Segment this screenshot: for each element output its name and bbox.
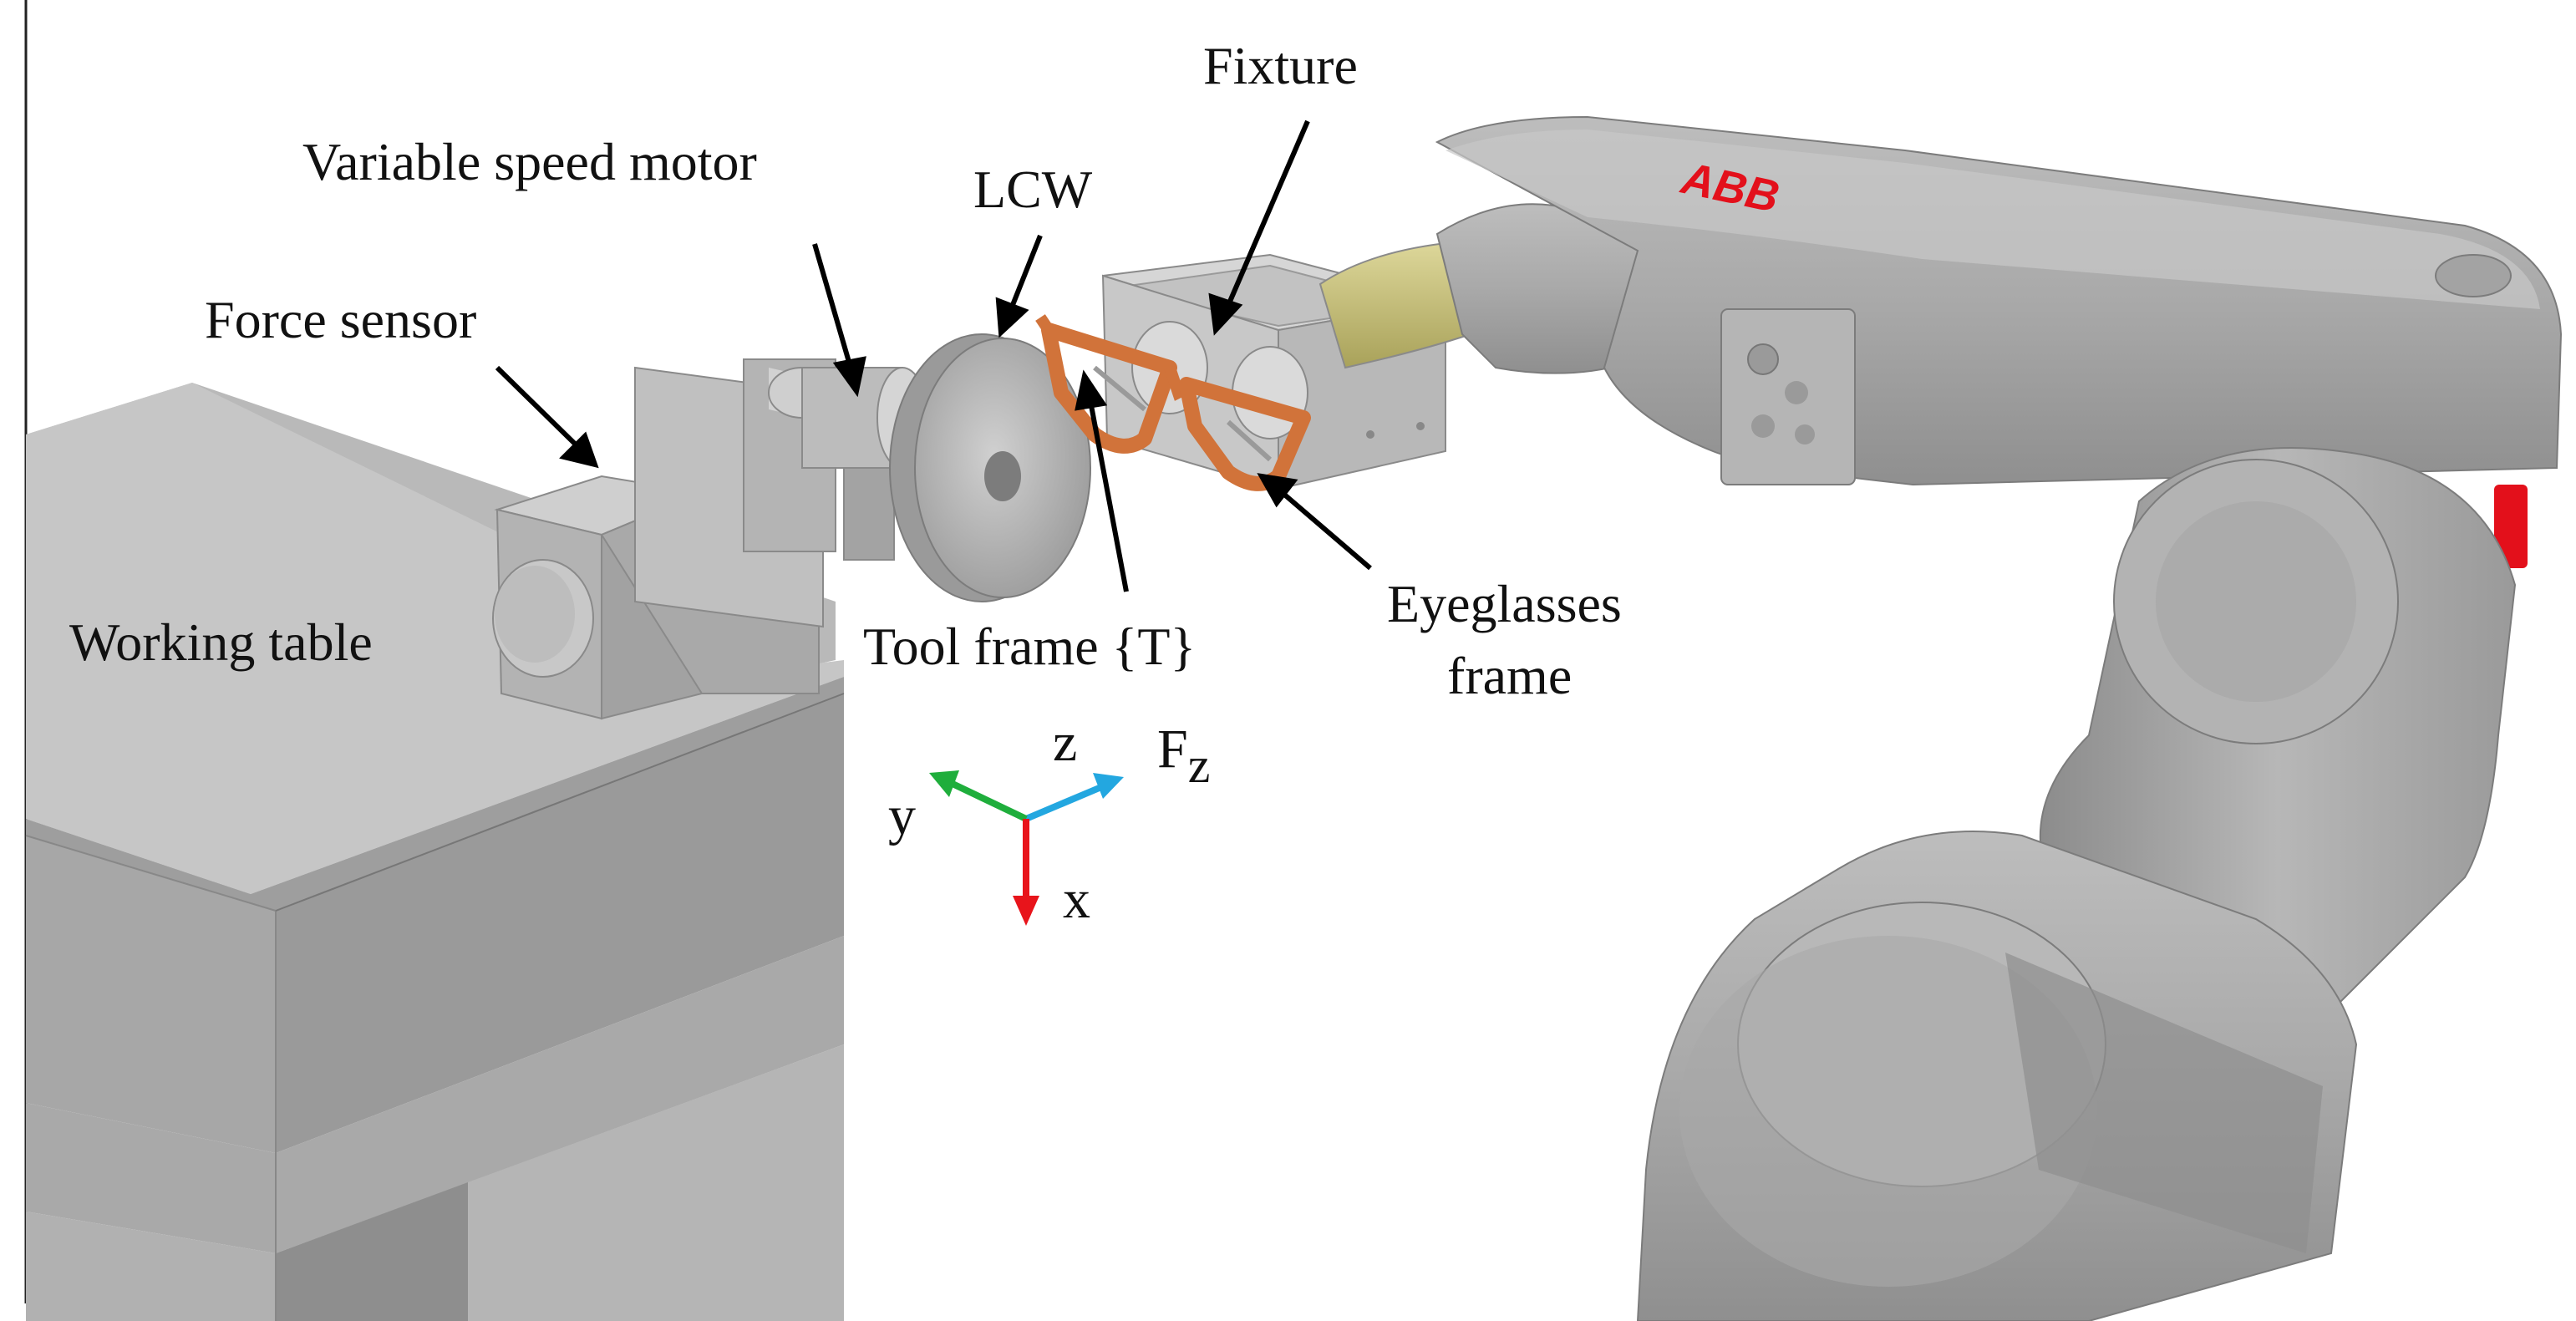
motor-arrow	[812, 243, 853, 368]
z-axis-arrow	[1024, 784, 1103, 822]
tool-frame-arrow	[1088, 400, 1129, 592]
y-axis-arrowhead	[929, 770, 959, 797]
label-variable-speed-motor: Variable speed motor	[302, 132, 757, 191]
force-label-main: F	[1157, 719, 1188, 780]
force-label-subscript: z	[1188, 738, 1211, 793]
fixture-arrow	[1224, 119, 1310, 311]
leader-arrows	[495, 119, 1372, 592]
lcw-disk	[889, 333, 1091, 602]
label-tool-frame: Tool frame {T}	[863, 617, 1196, 676]
eyeglasses-arrow	[1281, 490, 1372, 571]
force-sensor-arrow	[495, 365, 581, 450]
tool-coordinate-axes	[929, 770, 1124, 926]
label-eyeglasses-frame-line2: frame	[1447, 646, 1572, 705]
label-fixture: Fixture	[1203, 36, 1358, 95]
axis-label-y: y	[888, 785, 916, 846]
x-axis-arrowhead	[1013, 896, 1039, 926]
force-label: Fz	[1157, 719, 1210, 793]
z-axis-arrowhead	[1093, 773, 1124, 799]
label-working-table: Working table	[69, 612, 373, 672]
label-force-sensor: Force sensor	[205, 290, 476, 349]
axis-label-x: x	[1063, 869, 1090, 930]
axis-label-z: z	[1053, 712, 1077, 773]
label-lcw: LCW	[973, 160, 1093, 219]
lcw-arrow	[1009, 234, 1043, 311]
abb-robot: ABB	[1318, 115, 2563, 1321]
y-axis-arrow	[951, 780, 1028, 822]
label-eyeglasses-frame-line1: Eyeglasses	[1387, 574, 1622, 633]
